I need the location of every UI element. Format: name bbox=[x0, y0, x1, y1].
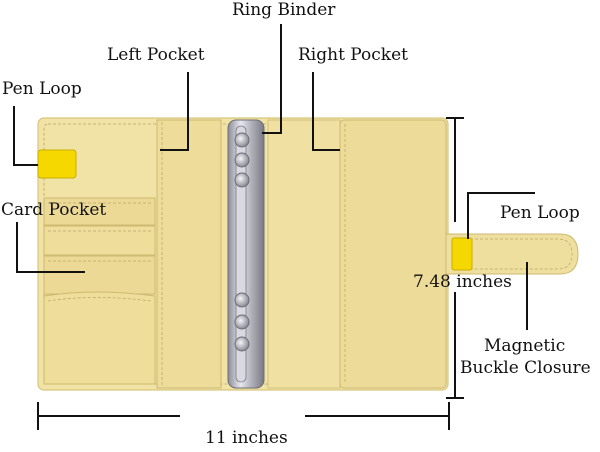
ring-binder-label: Ring Binder bbox=[232, 0, 336, 20]
pen-loop-right-label: Pen Loop bbox=[500, 203, 580, 223]
card-slot bbox=[43, 255, 156, 295]
binder-ring bbox=[234, 152, 250, 168]
card-pockets bbox=[43, 197, 156, 385]
pen-loop-right-leader bbox=[467, 192, 535, 239]
binder-ring bbox=[234, 172, 250, 188]
height-label: 7.48 inches bbox=[413, 272, 512, 292]
pen-loop-tab-icon bbox=[37, 149, 77, 179]
right-pocket-label: Right Pocket bbox=[298, 45, 409, 65]
planner-body bbox=[37, 117, 579, 391]
right-pocket-leader bbox=[312, 72, 340, 151]
magnetic-label-line2: Buckle Closure bbox=[460, 358, 591, 378]
binder-rings bbox=[234, 132, 250, 352]
left-pocket-leader bbox=[160, 72, 189, 151]
card-slot-stitch bbox=[47, 297, 152, 302]
magnetic-strap bbox=[445, 233, 579, 275]
binder-ring bbox=[234, 132, 250, 148]
card-slot bbox=[43, 225, 156, 256]
binder-ring bbox=[234, 292, 250, 308]
right-pocket-panel bbox=[267, 119, 341, 389]
binder-ring bbox=[234, 314, 250, 330]
left-pocket-label: Left Pocket bbox=[107, 45, 205, 65]
pen-loop-tab-icon bbox=[451, 237, 473, 271]
dimensions bbox=[37, 117, 464, 430]
left-pocket-panel bbox=[156, 119, 222, 389]
magnetic-strap-icon bbox=[445, 233, 579, 275]
ring-binder-leader bbox=[262, 24, 282, 134]
binder-ring bbox=[234, 336, 250, 352]
card-pocket-leader bbox=[16, 222, 85, 273]
pen-loop-left-label: Pen Loop bbox=[2, 79, 82, 99]
pen-loop-left-leader bbox=[13, 106, 38, 166]
card-slot-large bbox=[43, 291, 156, 385]
right-pocket-flap bbox=[339, 119, 447, 389]
magnetic-strap-stitch bbox=[470, 238, 573, 270]
card-pocket-label: Card Pocket bbox=[1, 200, 107, 220]
ring-binder-icon bbox=[227, 119, 265, 389]
leader-lines bbox=[13, 24, 535, 330]
width-label: 11 inches bbox=[205, 428, 288, 448]
card-slot bbox=[43, 197, 156, 226]
magnetic-label-line1: Magnetic bbox=[484, 336, 566, 356]
